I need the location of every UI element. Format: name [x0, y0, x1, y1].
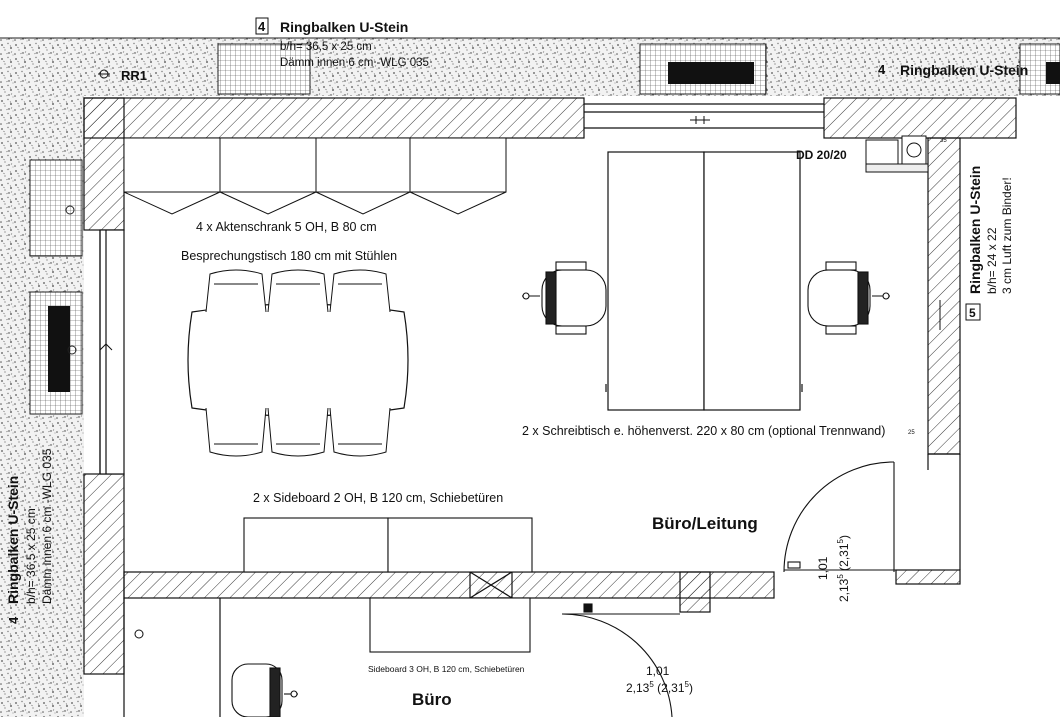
ringbalken-top-dims: b/h= 36,5 x 25 cm [280, 41, 372, 53]
ringbalken-left-title: Ringbalken U-Stein [5, 476, 21, 604]
filing-cabinets [123, 137, 507, 215]
room-main-name: Büro/Leitung [652, 514, 758, 533]
meeting-chairs [205, 269, 391, 457]
ringbalken-right-note: 3 cm Luft zum Binder! [1000, 177, 1014, 294]
door-lower-height: 2,135 (2,315) [626, 680, 693, 695]
desks [605, 151, 803, 411]
sideboard-lower-label: Sideboard 3 OH, B 120 cm, Schiebetüren [368, 664, 525, 674]
dd-label: DD 20/20 [796, 148, 847, 162]
sideboard-main-label: 2 x Sideboard 2 OH, B 120 cm, Schiebetür… [253, 491, 503, 505]
ringbalken-right-number: 5 [969, 306, 976, 320]
ringbalken-left-insulation: Dämm innen 6 cm -WLG 035 [40, 448, 54, 604]
ringbalken-top-right-title: Ringbalken U-Stein [900, 62, 1028, 78]
room-lower-name: Büro [412, 690, 452, 709]
office-chair-left [522, 261, 607, 335]
meeting-chair-top [329, 269, 391, 313]
desks-label: 2 x Schreibtisch e. höhenverst. 220 x 80… [522, 424, 885, 438]
mark-25: 25 [908, 430, 915, 436]
meeting-chair-top [205, 269, 267, 313]
ringbalken-left-dims: b/h= 36,5 x 25 cm [24, 508, 38, 604]
plan-details [98, 69, 941, 639]
ringbalken-top-insulation: Dämm innen 6 cm -WLG 035 [280, 57, 429, 69]
door-right [783, 461, 896, 573]
top-grates [217, 43, 1060, 95]
door-right-height: 2,135 (2,315) [836, 535, 851, 602]
left-grates [29, 159, 83, 415]
ref-tag: RR1 [121, 68, 147, 83]
sideboard-main [243, 517, 533, 573]
ringbalken-left-number: 4 [6, 616, 21, 624]
ringbalken-top-number: 4 [258, 19, 266, 34]
sideboard-lower [369, 597, 531, 653]
cabinets-label: 4 x Aktenschrank 5 OH, B 80 cm [196, 220, 377, 234]
mark-35: 35 [940, 138, 947, 144]
ringbalken-right-title: Ringbalken U-Stein [967, 166, 983, 294]
ringbalken-top-title: Ringbalken U-Stein [280, 19, 408, 35]
door-lower [561, 603, 680, 717]
ringbalken-top-right-number: 4 [878, 62, 886, 77]
office-chair-lower [231, 663, 298, 717]
door-right-width: 1,01 [816, 556, 830, 580]
chimney-detail [865, 135, 929, 173]
office-chair-right [807, 261, 890, 335]
ringbalken-right-dims: b/h= 24 x 22 [985, 227, 999, 294]
meeting-chair-top [267, 269, 329, 313]
walls [83, 97, 1017, 717]
meeting-table-label: Besprechungstisch 180 cm mit Stühlen [181, 249, 397, 263]
door-lower-width: 1,01 [646, 664, 670, 678]
